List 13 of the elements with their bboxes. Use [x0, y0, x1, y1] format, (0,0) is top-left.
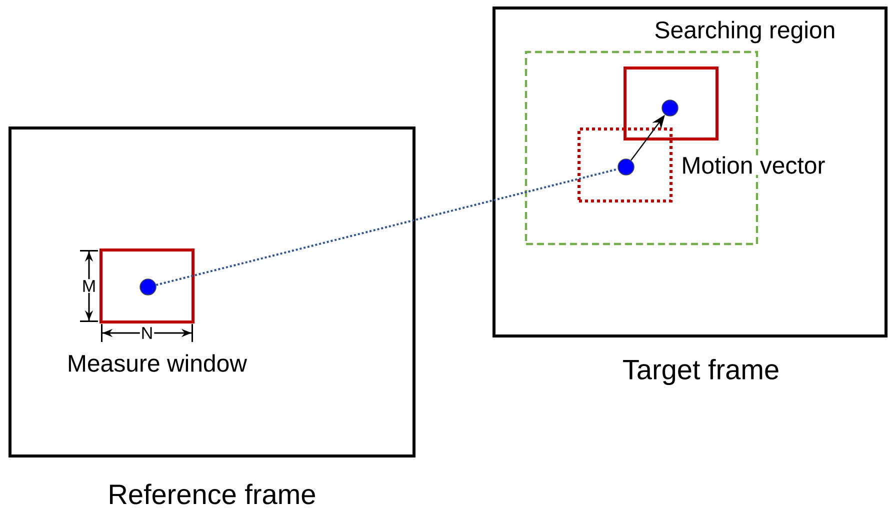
dimension-label: N	[140, 326, 154, 340]
matched-block-box	[624, 66, 718, 140]
dot	[140, 278, 156, 296]
dot	[662, 100, 678, 116]
candidate-block-box	[578, 128, 672, 202]
region-label: Searching region	[655, 20, 834, 44]
connector-line	[156, 168, 618, 286]
dot	[618, 158, 634, 176]
window-label: Measure window	[68, 354, 248, 372]
dimension-label: M	[80, 279, 98, 293]
edge-label: Motion vector	[680, 155, 826, 175]
frame-label: Target frame	[623, 358, 778, 386]
frame-label: Reference frame	[110, 484, 315, 504]
